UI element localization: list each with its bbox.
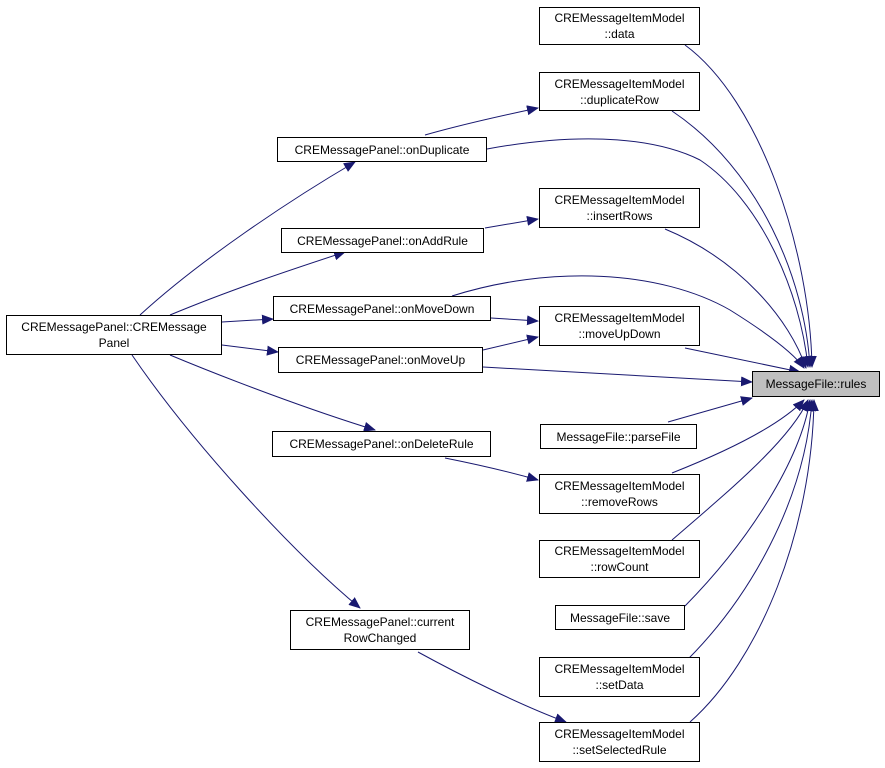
node-rules-line1: MessageFile::rules bbox=[765, 377, 867, 391]
edge-onmoveup-moveupdown bbox=[482, 334, 539, 351]
edge-setdata-rules bbox=[679, 399, 817, 668]
node-insert-rows-line2: ::insertRows bbox=[586, 209, 653, 223]
node-set-selected-rule-line1: CREMessageItemModel bbox=[554, 727, 685, 741]
node-current-row-changed-line1: CREMessagePanel::current bbox=[305, 615, 455, 629]
node-ctor-line2: Panel bbox=[98, 336, 130, 350]
node-row-count-line1: CREMessageItemModel bbox=[554, 544, 685, 558]
edge-parsefile-rules bbox=[667, 396, 753, 423]
node-on-move-down[interactable]: CREMessagePanel::onMoveDown bbox=[273, 296, 491, 321]
edge-rowcount-rules bbox=[671, 399, 809, 541]
edge-onduplicate-duplicaterow bbox=[424, 105, 539, 136]
node-data[interactable]: CREMessageItemModel ::data bbox=[539, 7, 700, 45]
node-data-line2: ::data bbox=[604, 27, 635, 41]
edge-removerows-rules bbox=[671, 399, 805, 474]
node-set-data-line2: ::setData bbox=[595, 678, 644, 692]
edge-ctor-onduplicate bbox=[139, 161, 356, 316]
edge-onduplicate-rules bbox=[486, 138, 812, 368]
node-parse-file-line1: MessageFile::parseFile bbox=[556, 429, 681, 444]
node-insert-rows-line1: CREMessageItemModel bbox=[554, 193, 685, 207]
edge-currentrowchanged-setselectedrule bbox=[417, 651, 567, 723]
node-remove-rows[interactable]: CREMessageItemModel ::removeRows bbox=[539, 474, 700, 514]
edge-data-rules bbox=[684, 44, 817, 368]
edge-onmovedown-rules bbox=[451, 275, 805, 369]
node-move-up-down-line1: CREMessageItemModel bbox=[554, 311, 685, 325]
node-current-row-changed-line2: RowChanged bbox=[343, 631, 417, 645]
edge-onmovedown-moveupdown bbox=[490, 315, 539, 326]
node-on-add-rule-line1: CREMessagePanel::onAddRule bbox=[297, 233, 468, 248]
node-move-up-down[interactable]: CREMessageItemModel ::moveUpDown bbox=[539, 306, 700, 346]
node-move-up-down-line2: ::moveUpDown bbox=[578, 327, 661, 341]
edge-save-rules bbox=[684, 399, 814, 607]
node-row-count[interactable]: CREMessageItemModel ::rowCount bbox=[539, 540, 700, 578]
node-set-data-line1: CREMessageItemModel bbox=[554, 662, 685, 676]
node-ctor[interactable]: CREMessagePanel::CREMessage Panel bbox=[6, 315, 222, 355]
edge-setselectedrule-rules bbox=[689, 399, 819, 723]
edge-duplicaterow-rules bbox=[671, 110, 815, 368]
node-on-delete-rule-line1: CREMessagePanel::onDeleteRule bbox=[289, 437, 474, 451]
node-insert-rows[interactable]: CREMessageItemModel ::insertRows bbox=[539, 188, 700, 228]
node-on-move-down-line1: CREMessagePanel::onMoveDown bbox=[289, 301, 475, 316]
node-remove-rows-line1: CREMessageItemModel bbox=[554, 479, 685, 493]
edge-ctor-currentrowchanged bbox=[131, 354, 361, 609]
edge-ctor-onmovedown bbox=[221, 314, 274, 325]
node-save[interactable]: MessageFile::save bbox=[555, 605, 685, 630]
edge-ctor-ondeleterule bbox=[169, 354, 376, 432]
node-parse-file[interactable]: MessageFile::parseFile bbox=[540, 424, 697, 449]
node-on-duplicate-line1: CREMessagePanel::onDuplicate bbox=[294, 142, 470, 157]
node-data-line1: CREMessageItemModel bbox=[554, 11, 685, 25]
edge-moveupdown-rules bbox=[684, 347, 801, 375]
node-ctor-line1: CREMessagePanel::CREMessage bbox=[21, 320, 207, 334]
edge-onaddrule-insertrows bbox=[484, 215, 539, 229]
edge-ctor-onaddrule bbox=[169, 250, 346, 316]
node-duplicate-row-line2: ::duplicateRow bbox=[580, 92, 659, 107]
node-duplicate-row-line1: CREMessageItemModel bbox=[554, 76, 685, 91]
node-on-move-up[interactable]: CREMessagePanel::onMoveUp bbox=[278, 347, 483, 373]
node-remove-rows-line2: ::removeRows bbox=[581, 495, 658, 509]
edge-onmoveup-rules bbox=[482, 366, 753, 387]
node-current-row-changed[interactable]: CREMessagePanel::current RowChanged bbox=[290, 610, 470, 650]
node-duplicate-row[interactable]: CREMessageItemModel ::duplicateRow bbox=[539, 72, 700, 111]
node-set-selected-rule[interactable]: CREMessageItemModel ::setSelectedRule bbox=[539, 722, 700, 762]
edge-ctor-onmoveup bbox=[221, 344, 279, 356]
node-set-selected-rule-line2: ::setSelectedRule bbox=[572, 743, 667, 757]
node-on-duplicate[interactable]: CREMessagePanel::onDuplicate bbox=[277, 137, 487, 162]
node-set-data[interactable]: CREMessageItemModel ::setData bbox=[539, 657, 700, 697]
node-rules: MessageFile::rules bbox=[752, 371, 880, 397]
node-on-delete-rule[interactable]: CREMessagePanel::onDeleteRule bbox=[272, 431, 491, 457]
edge-insertrows-rules bbox=[664, 228, 808, 369]
node-save-line1: MessageFile::save bbox=[569, 610, 671, 625]
node-on-move-up-line1: CREMessagePanel::onMoveUp bbox=[295, 353, 466, 367]
node-row-count-line2: ::rowCount bbox=[590, 560, 649, 574]
edge-ondeleterule-removerows bbox=[444, 457, 539, 482]
node-on-add-rule[interactable]: CREMessagePanel::onAddRule bbox=[281, 228, 484, 253]
